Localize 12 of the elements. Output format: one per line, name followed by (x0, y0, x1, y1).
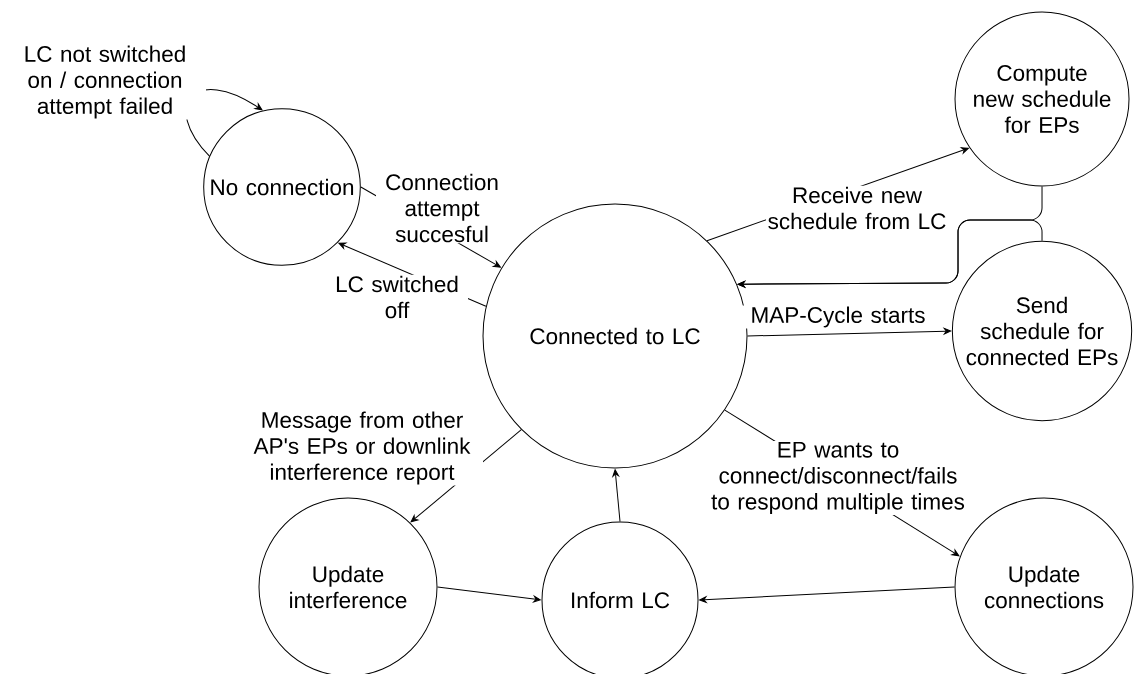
edge-label: LC switched off (326, 274, 468, 320)
edge-label: Connection attempt succesful (376, 172, 508, 244)
edge-label: MAP-Cycle starts (742, 305, 934, 329)
edge-label: Message from other AP's EPs or downlink interference report (241, 410, 483, 486)
arrow (699, 586, 955, 603)
edge-label: Receive new schedule from LC (766, 185, 948, 231)
arrow (747, 327, 952, 337)
arrow (437, 586, 541, 603)
edge-label: LC not switched on / connection attempt failed (4, 44, 206, 120)
edge-label: EP wants to connect/disconnect/fails to respond multiple times (706, 440, 970, 516)
arrow (737, 219, 1043, 288)
arrow (612, 469, 621, 522)
